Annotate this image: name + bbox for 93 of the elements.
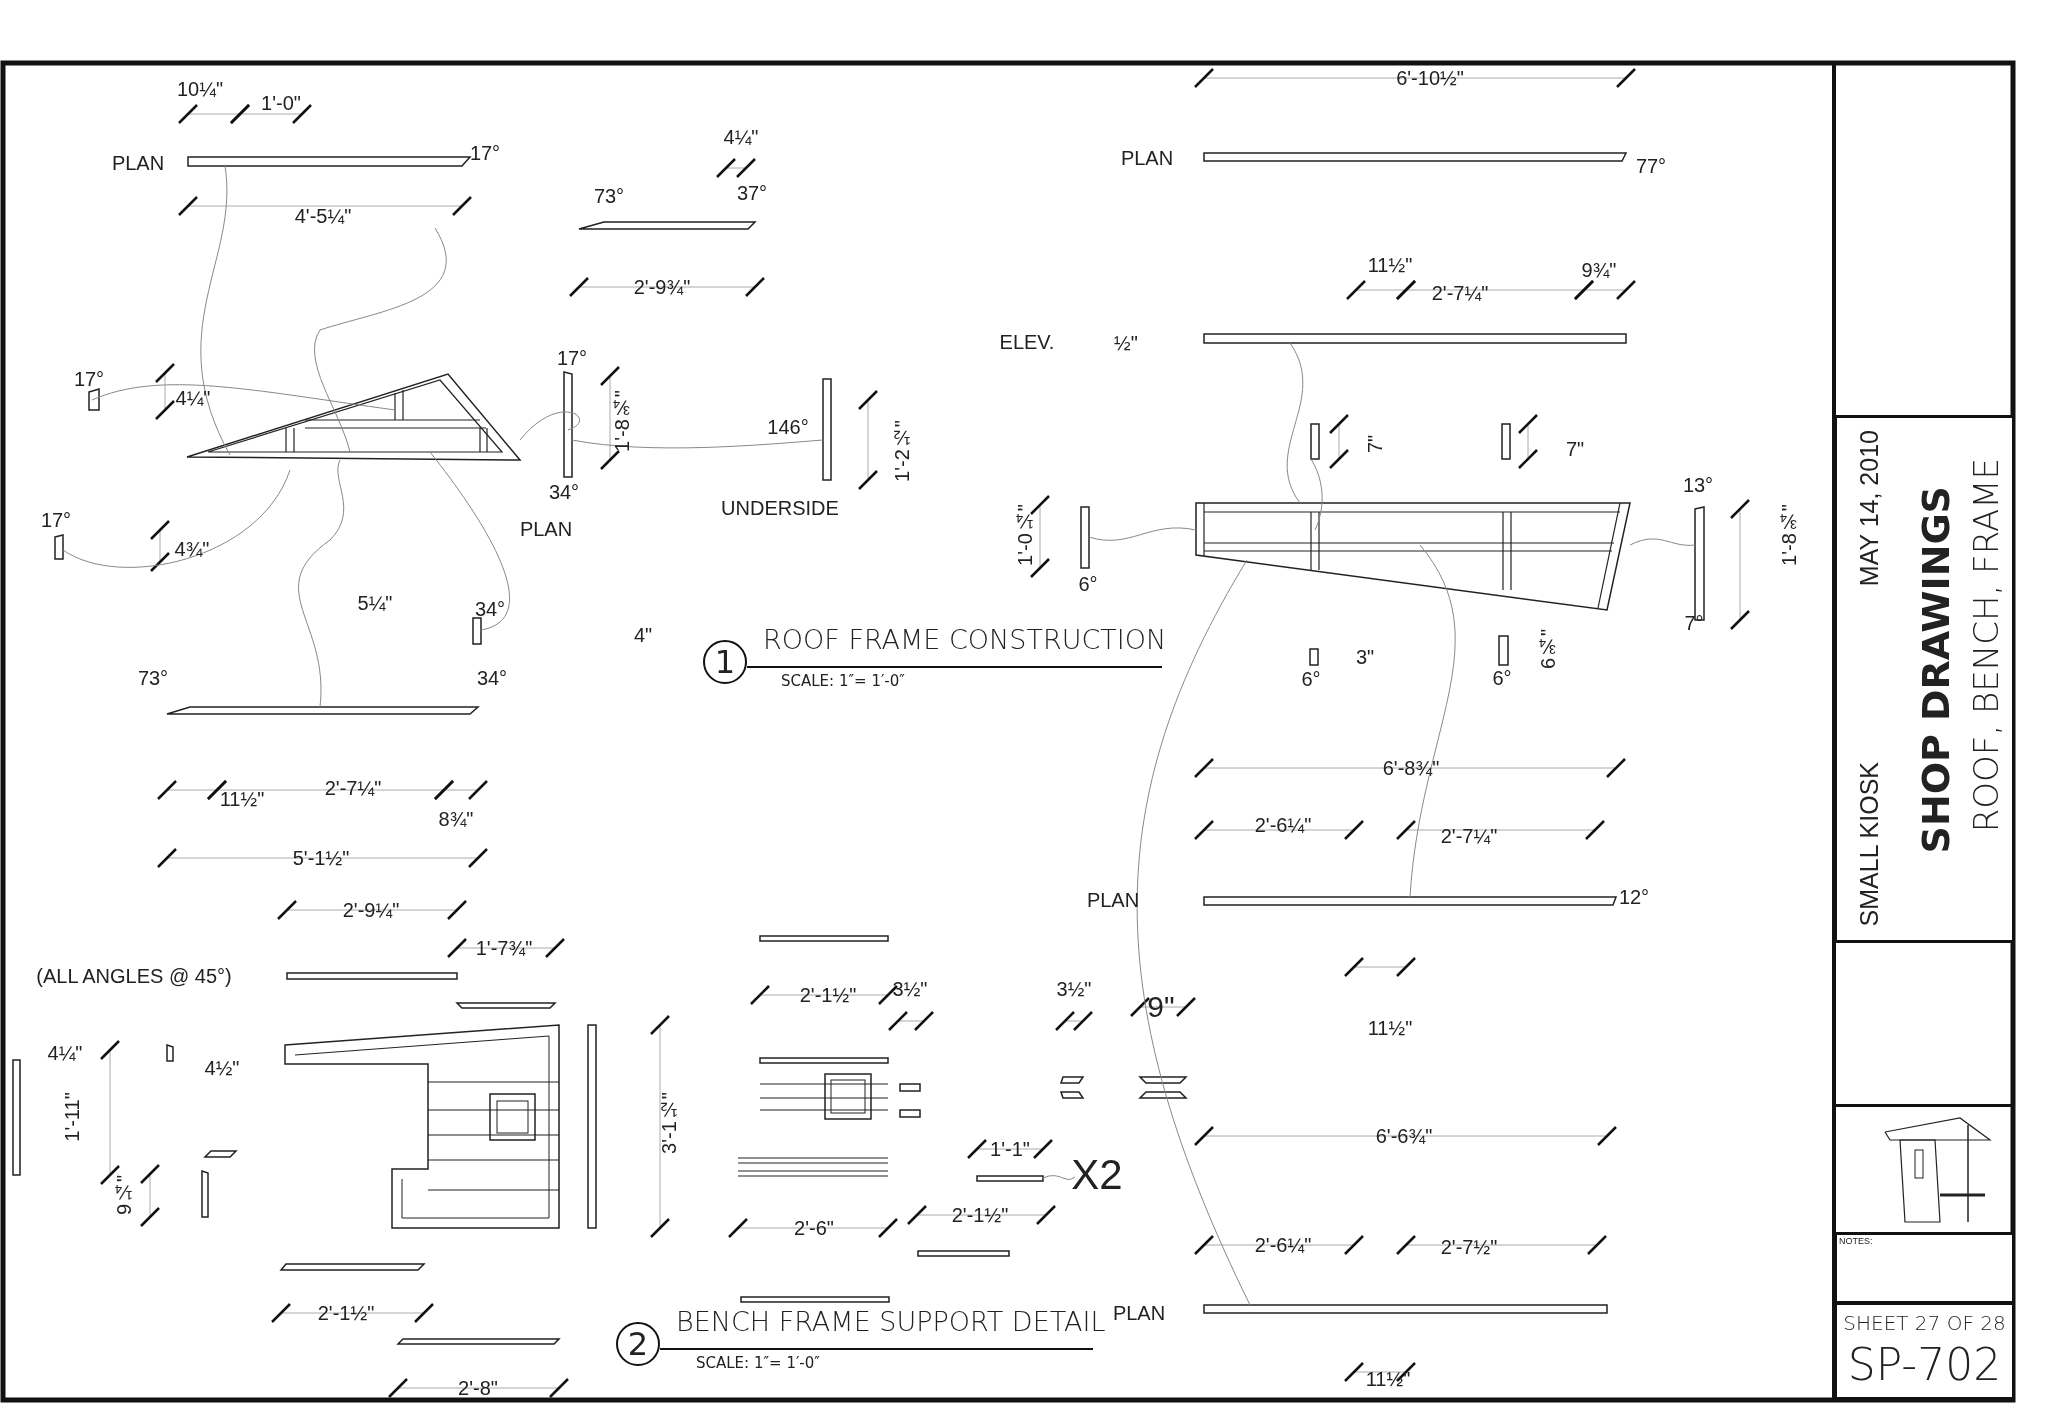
dimension-text: ELEV. (999, 332, 1055, 352)
project-name: SMALL KIOSK (1857, 761, 1882, 926)
dimension-text: 9¼" (114, 1174, 134, 1216)
dimension-text: 7" (1365, 434, 1385, 454)
sheet-number: SP-702 (1846, 1343, 2003, 1387)
dimension-text: PLAN (519, 519, 573, 539)
sheet-subtitle: ROOF, BENCH, FRAME (1969, 458, 2003, 833)
dimension-text: 3" (1355, 647, 1375, 667)
dimension-text: 2'-9¾" (633, 277, 691, 297)
dimension-text: UNDERSIDE (721, 498, 839, 518)
dimension-text: X2 (1071, 1154, 1123, 1196)
dimension-text: 9¾" (1581, 260, 1617, 280)
dimension-text: 4¼" (723, 127, 759, 147)
dimension-text: 73° (593, 186, 625, 206)
dimension-text: 4¼" (47, 1043, 83, 1063)
dimension-text: 11½" (1365, 1369, 1411, 1389)
dimension-text: 11½" (219, 789, 265, 809)
dimension-text: 10¼" (177, 79, 223, 99)
dimension-text: 4¾" (174, 539, 210, 559)
dimension-text: 146° (767, 417, 809, 437)
dimension-text: (ALL ANGLES @ 45°) (36, 966, 232, 986)
drawing-date: MAY 14, 2010 (1857, 430, 1882, 587)
dimension-text: 34° (476, 668, 508, 688)
dimension-text: PLAN (111, 153, 165, 173)
dimension-text: 4½" (204, 1058, 240, 1078)
dimension-text: 77° (1635, 156, 1667, 176)
dimension-text: 4¼" (175, 388, 211, 408)
dimension-text: 2'-7¼" (1440, 826, 1498, 846)
dimension-text: 12° (1618, 887, 1650, 907)
dimension-text: 1'-8¾" (1779, 504, 1799, 566)
dimension-text: 13° (1682, 475, 1714, 495)
drawing-title: BENCH FRAME SUPPORT DETAIL (676, 1308, 1106, 1335)
dimension-text: 17° (469, 143, 501, 163)
dimension-text: PLAN (1120, 148, 1174, 168)
dimension-text: 11½" (1367, 1018, 1413, 1038)
dimension-text: 6'-8¾" (1382, 758, 1440, 778)
sheet-title: SHOP DRAWINGS (1917, 486, 1955, 854)
dimension-text: 1'-8¾" (612, 390, 632, 452)
dimension-text: 9" (1147, 992, 1175, 1022)
dimension-text: 4'-5¼" (294, 206, 352, 226)
dimension-text: 3½" (1056, 979, 1092, 999)
dimension-text: 6¾" (1538, 628, 1558, 670)
dimension-text: 37° (736, 183, 768, 203)
sheet-number-box (1834, 1302, 2015, 1400)
dimension-text: 2'-7½" (1440, 1237, 1498, 1257)
dimension-text: 1'-0" (261, 93, 301, 113)
dimension-text: 1'-2½" (892, 420, 912, 482)
dimension-text: 2'-6¼" (1254, 815, 1312, 835)
dimension-text: 6° (1301, 669, 1321, 689)
dimension-text: 2'-6" (794, 1218, 834, 1238)
dimension-text: 11½" (1367, 255, 1413, 275)
dimension-text: 1'-0¼" (1015, 504, 1035, 566)
callout-number: 1 (703, 640, 747, 684)
notes-heading: NOTES: (1839, 1237, 1873, 1246)
drawing-title: ROOF FRAME CONSTRUCTION (763, 626, 1167, 653)
callout-number: 2 (616, 1322, 660, 1366)
dimension-text: ½" (1114, 333, 1138, 353)
dimension-text: 4" (633, 625, 653, 645)
dimension-text: 2'-1½" (951, 1205, 1009, 1225)
dimension-text: 1'-7¾" (475, 938, 533, 958)
dimension-text: 3½" (892, 979, 928, 999)
dimension-text: PLAN (1112, 1303, 1166, 1323)
dimension-text: 7° (1684, 613, 1704, 633)
dimension-text: 1'-11" (62, 1092, 82, 1142)
dimension-text: 6° (1078, 574, 1098, 594)
dimension-text: 7" (1565, 439, 1585, 459)
dimension-text: 1'-1" (990, 1139, 1030, 1159)
dimension-text: 2'-1½" (317, 1303, 375, 1323)
dimension-text: 17° (556, 348, 588, 368)
dimension-text: 8¾" (438, 809, 474, 829)
dimension-text: 34° (474, 599, 506, 619)
dimension-text: 6'-6¾" (1375, 1126, 1433, 1146)
sheet-count: SHEET 27 OF 28 (1842, 1313, 2007, 1333)
scale-note: SCALE: 1″= 1′-0″ (696, 1356, 820, 1371)
dimension-text: 73° (137, 668, 169, 688)
scale-note: SCALE: 1″= 1′-0″ (781, 674, 905, 689)
dimension-text: 2'-6¼" (1254, 1235, 1312, 1255)
dimension-text: 6'-10½" (1396, 68, 1464, 88)
title-panel (1834, 415, 2015, 943)
dimension-text: 2'-7¼" (1431, 283, 1489, 303)
notes-box (1834, 1232, 2015, 1304)
dimension-text: 2'-1½" (799, 985, 857, 1005)
dimension-text: 2'-7¼" (324, 778, 382, 798)
dimension-text: 2'-9¼" (342, 900, 400, 920)
dimension-text: 5¼" (357, 593, 393, 613)
dimension-text: 6° (1492, 668, 1512, 688)
dimension-text: 17° (40, 510, 72, 530)
dimension-text: 34° (548, 482, 580, 502)
dimension-text: 2'-8" (458, 1378, 498, 1398)
dimension-text: 5'-1½" (292, 848, 350, 868)
dimension-text: PLAN (1086, 890, 1140, 910)
dimension-text: 3'-1½" (659, 1092, 679, 1154)
dimension-text: 17° (73, 369, 105, 389)
